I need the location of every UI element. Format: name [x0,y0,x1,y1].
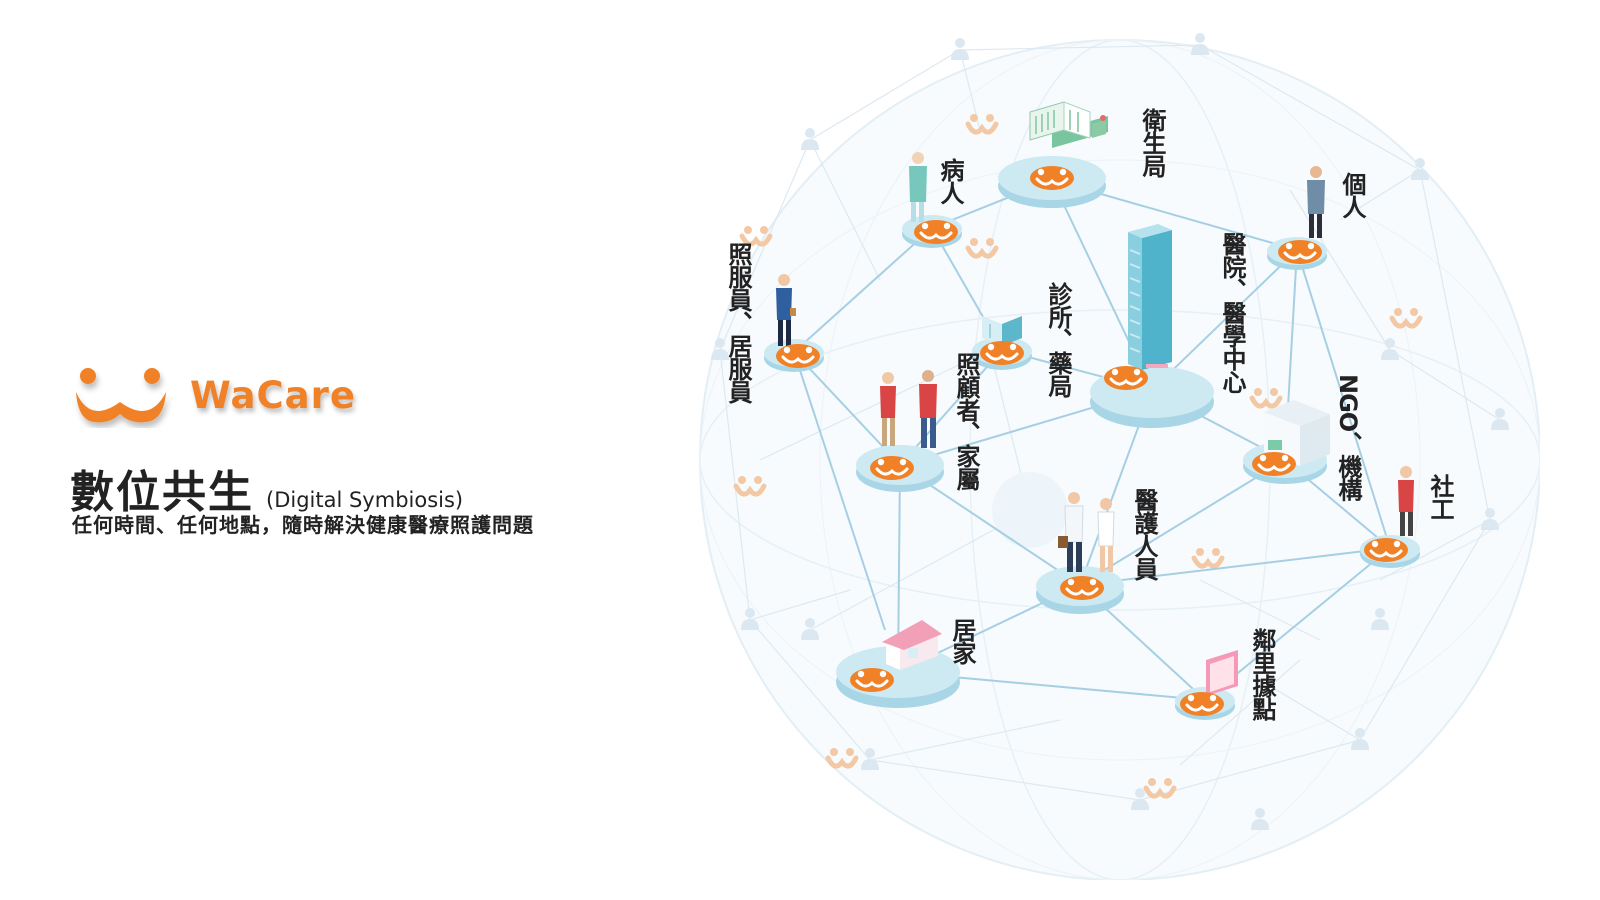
clinic-building-icon [982,316,1022,346]
brand-name: WaCare [190,374,356,417]
label-ngo: NGO、機構 [1334,374,1362,501]
hospital-tower-icon [1128,224,1172,370]
label-caregiver-family: 照顧者、家屬 [952,352,980,490]
label-community-hub: 鄰里據點 [1248,628,1276,720]
brand: WaCare [72,362,392,434]
headline-title: 數位共生 [70,467,254,518]
government-building-icon [1029,101,1108,148]
ngo-building-icon [1264,400,1330,466]
node-home [836,620,960,708]
caregiver-family-people-icon [880,370,937,448]
node-medical-staff [1036,492,1124,614]
label-patient: 病人 [936,158,964,204]
node-caregiver-family [856,370,944,492]
node-patient [902,152,962,248]
label-clinic-pharmacy: 診所、藥局 [1044,282,1072,397]
headline: 數位共生 (Digital Symbiosis) [70,456,463,520]
community-hub-icon [1206,650,1238,696]
label-medical-staff: 醫護人員 [1130,488,1158,580]
patient-person-icon [909,152,927,222]
individual-person-icon [1307,166,1325,238]
tagline: 任何時間、任何地點，隨時解決健康醫療照護問題 [72,513,534,537]
node-health-bureau [998,101,1108,208]
label-home: 居家 [948,618,976,664]
node-ngo [1243,400,1330,484]
label-individual: 個人 [1338,172,1366,218]
care-network-diagram [699,33,1540,880]
home-house-icon [882,620,942,670]
node-individual [1267,166,1327,270]
wacare-logo-icon [76,368,166,423]
label-health-bureau: 衛生局 [1138,108,1166,177]
headline-title-en: (Digital Symbiosis) [266,488,464,512]
label-social-worker: 社工 [1426,474,1454,520]
node-hospital [1090,224,1214,428]
node-clinic-pharmacy [972,316,1032,370]
node-care-attendant [764,274,824,372]
label-hospital: 醫院、醫學中心 [1218,232,1246,393]
background-globe [699,33,1540,880]
social-worker-person-icon [1398,466,1414,536]
node-community-hub [1175,650,1238,720]
node-social-worker [1360,466,1420,568]
care-attendant-person-icon [776,274,796,346]
label-care-attendant: 照服員、居服員 [724,242,752,403]
medical-staff-people-icon [1058,492,1115,572]
